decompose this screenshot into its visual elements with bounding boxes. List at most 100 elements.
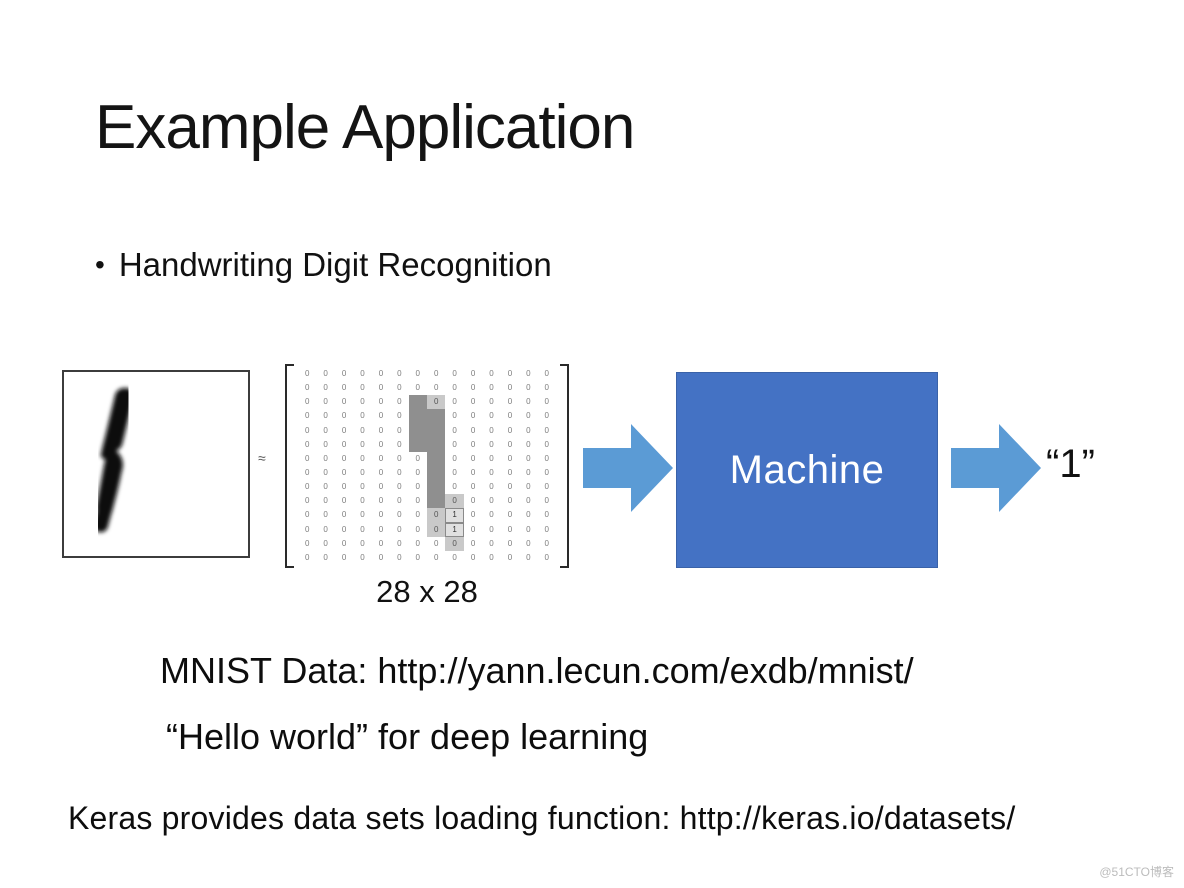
matrix-cell: 0: [360, 496, 365, 506]
matrix-cell: 0: [397, 510, 402, 520]
matrix-cell: 0: [526, 510, 531, 520]
matrix-cell: 0: [415, 468, 420, 478]
matrix-cell: 0: [378, 496, 384, 506]
matrix-cell: 0: [544, 383, 549, 393]
matrix-cell: 0: [323, 411, 328, 421]
matrix-cell: 0: [341, 510, 347, 520]
matrix-cell: 0: [304, 439, 310, 449]
machine-box: Machine: [676, 372, 938, 568]
matrix-cell: 0: [323, 510, 328, 520]
matrix-cell: 0: [378, 482, 384, 492]
matrix-cell: 0: [544, 439, 549, 449]
matrix-cell: 0: [415, 369, 420, 379]
pixel-matrix-grid: 0 0 0 0 0 0 0 0 0 0 0 0 0 0 0 0 0 0 0 0 0 0 0 0 0 0 0 0 0 0 0 0 0 0 0 0 0 0 0 0…: [298, 367, 556, 565]
matrix-cell: 0: [433, 383, 439, 393]
matrix-cell: 0: [526, 524, 531, 534]
matrix-cell: 0: [507, 538, 513, 548]
matrix-cell: 0: [489, 411, 494, 421]
matrix-cell: 0: [489, 524, 494, 534]
matrix-cell: 0: [341, 383, 347, 393]
matrix-cell: 0: [304, 524, 310, 534]
matrix-cell: 0: [304, 552, 310, 562]
matrix-cell: 0: [507, 496, 513, 506]
matrix-cell: 0: [489, 439, 494, 449]
matrix-cell: 0: [323, 383, 328, 393]
matrix-cell: 0: [526, 369, 531, 379]
matrix-cell: 0: [360, 552, 365, 562]
matrix-cell: 0: [445, 494, 464, 509]
matrix-cell: 0: [341, 425, 347, 435]
matrix-cell: 0: [452, 425, 457, 435]
matrix-cell: 0: [452, 397, 457, 407]
matrix-cell: 0: [427, 437, 446, 452]
matrix-cell: 0: [415, 524, 420, 534]
matrix-cell: 0: [507, 369, 513, 379]
matrix-cell: 0: [360, 468, 365, 478]
matrix-cell: 0: [341, 468, 347, 478]
matrix-cell: 0: [433, 552, 439, 562]
matrix-cell: 0: [378, 468, 384, 478]
matrix-cell: 0: [507, 524, 513, 534]
matrix-cell: 0: [323, 397, 328, 407]
matrix-cell: 0: [304, 425, 310, 435]
pixel-matrix: 0 0 0 0 0 0 0 0 0 0 0 0 0 0 0 0 0 0 0 0 0 0 0 0 0 0 0 0 0 0 0 0 0 0 0 0 0 0 0 0…: [285, 364, 569, 568]
matrix-cell: 0: [341, 369, 347, 379]
matrix-cell: 0: [544, 468, 549, 478]
matrix-cell: 0: [489, 538, 494, 548]
matrix-cell: 0: [360, 439, 365, 449]
matrix-cell: 0: [360, 369, 365, 379]
matrix-cell: 0: [427, 409, 446, 424]
matrix-cell: 0: [360, 538, 365, 548]
bullet-item: •Handwriting Digit Recognition: [95, 246, 552, 284]
matrix-cell: 0: [378, 538, 384, 548]
matrix-cell: 0: [341, 439, 347, 449]
matrix-cell: 0: [304, 397, 310, 407]
matrix-cell: 0: [427, 522, 446, 537]
matrix-cell: 0: [489, 425, 494, 435]
matrix-cell: 0: [304, 383, 310, 393]
matrix-cell: 0: [526, 482, 531, 492]
matrix-cell: 0: [304, 510, 310, 520]
matrix-cell: 0: [304, 369, 310, 379]
matrix-bracket-right: [560, 364, 569, 568]
matrix-cell: 0: [470, 496, 476, 506]
matrix-cell: 0: [470, 369, 476, 379]
matrix-cell: 0: [341, 496, 347, 506]
matrix-cell: 0: [489, 383, 494, 393]
matrix-cell: 0: [397, 496, 402, 506]
matrix-cell: 0: [544, 397, 549, 407]
matrix-cell: 0: [415, 383, 420, 393]
matrix-cell: 0: [526, 439, 531, 449]
matrix-cell: 0: [360, 482, 365, 492]
matrix-cell: 0: [470, 397, 476, 407]
matrix-cell: 0: [397, 468, 402, 478]
matrix-cell: 0: [323, 468, 328, 478]
matrix-cell: 0: [526, 411, 531, 421]
matrix-cell: 0: [507, 425, 513, 435]
matrix-cell: 0: [470, 468, 476, 478]
matrix-cell: 0: [378, 425, 384, 435]
matrix-cell: 0: [378, 439, 384, 449]
matrix-cell: 0: [470, 538, 476, 548]
matrix-cell: 0: [507, 439, 513, 449]
matrix-cell: 0: [489, 468, 494, 478]
matrix-cell: 0: [489, 397, 494, 407]
matrix-cell: 0: [526, 496, 531, 506]
watermark-text: @51CTO博客: [1099, 865, 1174, 879]
matrix-cell: 0: [452, 482, 457, 492]
matrix-cell: 0: [427, 480, 446, 495]
matrix-cell: 0: [526, 468, 531, 478]
matrix-cell: 0: [415, 510, 420, 520]
matrix-cell: 0: [341, 524, 347, 534]
mnist-data-text: MNIST Data: http://yann.lecun.com/exdb/m…: [160, 650, 914, 691]
matrix-cell: 0: [304, 482, 310, 492]
matrix-cell: 0: [470, 552, 476, 562]
matrix-cell: 0: [507, 552, 513, 562]
matrix-cell: 0: [341, 482, 347, 492]
matrix-cell: 0: [544, 482, 549, 492]
matrix-cell: 0: [304, 496, 310, 506]
matrix-cell: 0: [341, 538, 347, 548]
matrix-cell: 0: [341, 411, 347, 421]
matrix-cell: 0: [415, 453, 420, 463]
